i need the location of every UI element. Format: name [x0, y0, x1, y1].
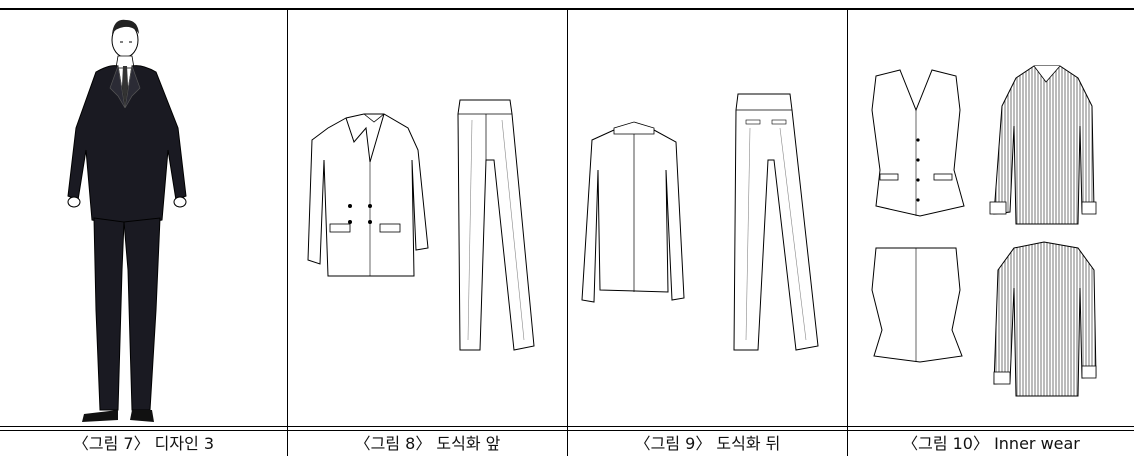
caption-rule — [0, 426, 1134, 427]
suit-back-flat-sketch-icon — [581, 93, 819, 351]
column-divider — [567, 10, 568, 456]
figure-10-caption: 〈그림 10〉 Inner wear — [902, 434, 1080, 453]
figure-7-illustration — [0, 10, 287, 426]
suited-man-illustration-icon — [67, 19, 187, 422]
figure-7-caption: 〈그림 7〉 디자인 3 — [72, 434, 215, 453]
figure-10-illustration — [848, 10, 1134, 426]
figure-8-illustration — [288, 10, 567, 426]
caption-rule — [0, 430, 1134, 431]
figure-9-illustration — [568, 10, 847, 426]
figure-8-caption: 〈그림 8〉 도식화 앞 — [354, 434, 501, 453]
inner-wear-sketch-icon — [871, 65, 1097, 397]
suit-front-flat-sketch-icon — [307, 99, 535, 351]
column-divider — [847, 10, 848, 456]
column-divider — [287, 10, 288, 456]
figure-9-caption: 〈그림 9〉 도식화 뒤 — [634, 434, 781, 453]
top-rule — [0, 8, 1134, 10]
